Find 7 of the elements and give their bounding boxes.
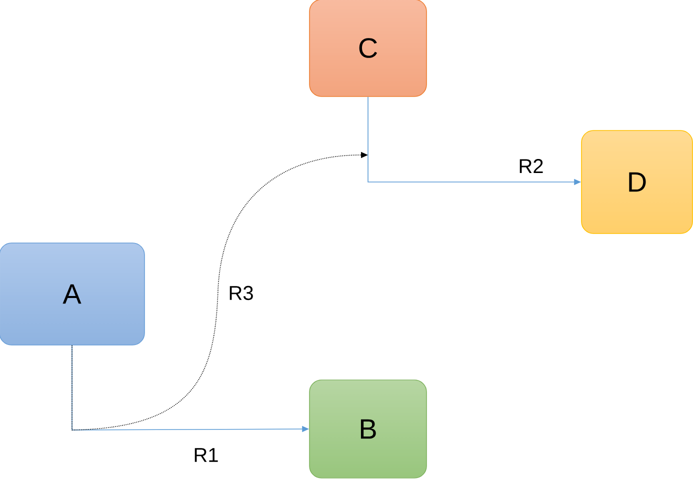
edge-label: R2 [517, 158, 545, 174]
rounded-box: A [0, 242, 145, 346]
edge-label: R3 [227, 284, 255, 302]
rounded-box: D [581, 130, 693, 234]
rounded-box: B [309, 380, 427, 478]
rounded-box: C [309, 0, 427, 97]
edge-label: R1 [192, 447, 220, 463]
